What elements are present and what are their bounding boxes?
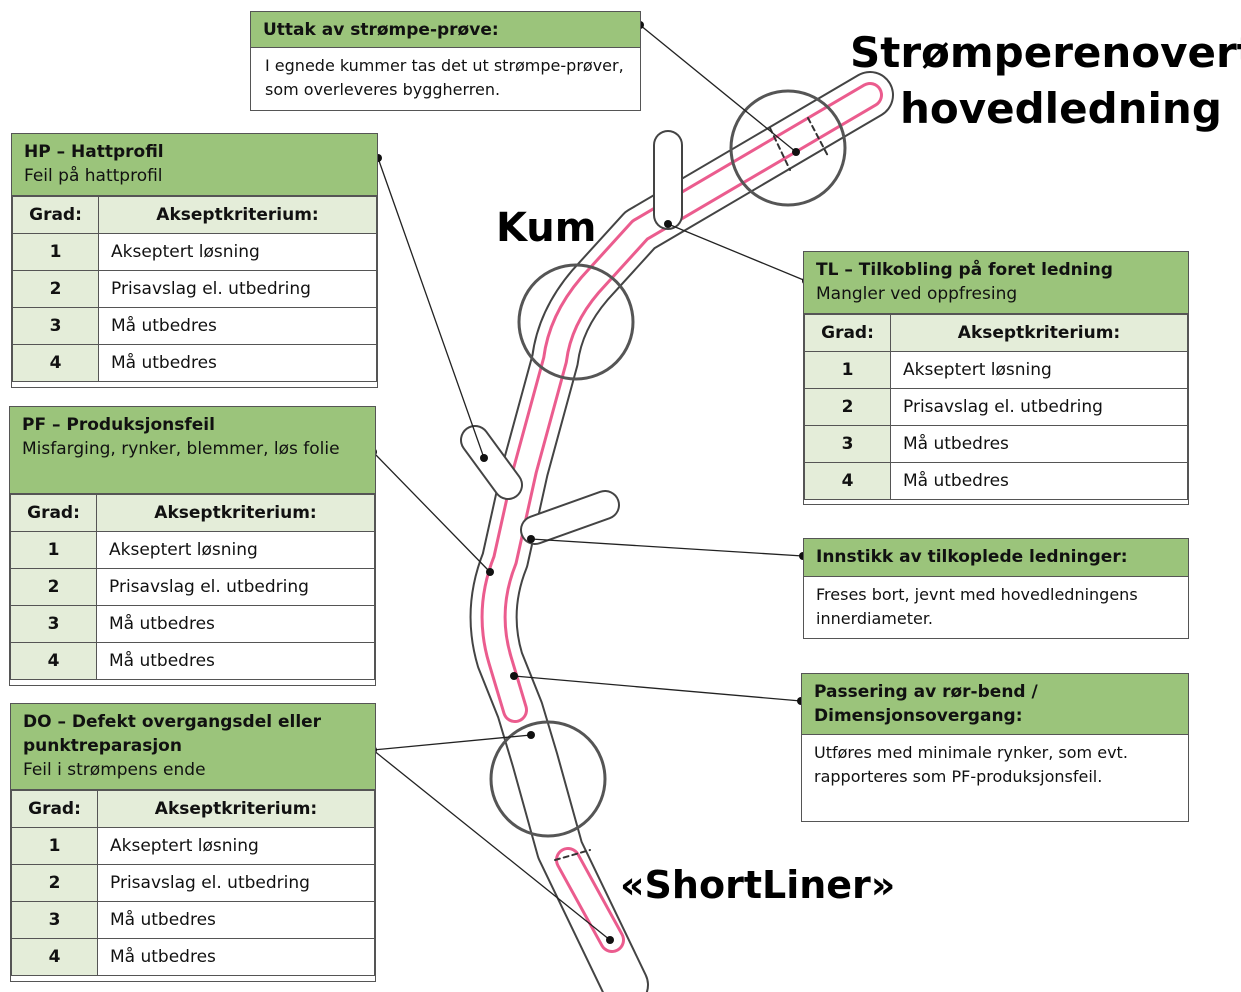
main-title-line2: hovedledning bbox=[900, 84, 1222, 133]
hp-subtitle: Feil på hattprofil bbox=[24, 166, 163, 186]
do-col-grad: Grad: bbox=[11, 790, 98, 828]
kum-label: Kum bbox=[496, 205, 597, 251]
uttak-heading: Uttak av strømpe-prøve: bbox=[263, 20, 499, 40]
main-title-line1: Strømperenovert bbox=[850, 28, 1241, 77]
pf-title: PF – Produksjonsfeil bbox=[22, 415, 215, 435]
tl-subtitle: Mangler ved oppfresing bbox=[816, 284, 1018, 304]
do-col-kriterium: Akseptkriterium: bbox=[97, 790, 375, 828]
pf-col-grad: Grad: bbox=[10, 494, 97, 532]
passering-body: Utføres med minimale rynker, som evt. ra… bbox=[814, 743, 1128, 786]
pf-col-kriterium: Akseptkriterium: bbox=[96, 494, 375, 532]
kum-circle-mid bbox=[517, 263, 635, 381]
hp-title: HP – Hattprofil bbox=[24, 142, 164, 162]
hp-col-grad: Grad: bbox=[12, 196, 99, 234]
hp-panel: HP – Hattprofil Feil på hattprofil Grad:… bbox=[11, 133, 378, 388]
pf-subtitle: Misfarging, rynker, blemmer, løs folie bbox=[22, 439, 340, 459]
tl-title: TL – Tilkobling på foret ledning bbox=[816, 260, 1113, 280]
passering-panel: Passering av rør-bend / Dimensjonsoverga… bbox=[801, 673, 1189, 822]
do-subtitle: Feil i strømpens ende bbox=[23, 760, 206, 780]
passering-heading: Passering av rør-bend / Dimensjonsoverga… bbox=[814, 682, 1038, 726]
shortliner-label: «ShortLiner» bbox=[620, 863, 896, 907]
uttak-body: I egnede kummer tas det ut strømpe-prøve… bbox=[265, 56, 624, 99]
hp-col-kriterium: Akseptkriterium: bbox=[98, 196, 377, 234]
innstikk-body: Freses bort, jevnt med hovedledningens i… bbox=[816, 585, 1138, 628]
tl-col-kriterium: Akseptkriterium: bbox=[890, 314, 1188, 352]
pf-panel: PF – Produksjonsfeil Misfarging, rynker,… bbox=[9, 406, 376, 686]
innstikk-panel: Innstikk av tilkoplede ledninger: Freses… bbox=[803, 538, 1189, 639]
tl-col-grad: Grad: bbox=[804, 314, 891, 352]
kum-circle-top bbox=[729, 89, 847, 207]
kum-circle-bottom bbox=[489, 720, 607, 838]
uttak-panel: Uttak av strømpe-prøve: I egnede kummer … bbox=[250, 11, 641, 111]
innstikk-heading: Innstikk av tilkoplede ledninger: bbox=[816, 547, 1128, 567]
tl-panel: TL – Tilkobling på foret ledning Mangler… bbox=[803, 251, 1189, 505]
do-panel: DO – Defekt overgangsdel eller punktrepa… bbox=[10, 703, 376, 982]
do-title: DO – Defekt overgangsdel eller punktrepa… bbox=[23, 712, 322, 756]
